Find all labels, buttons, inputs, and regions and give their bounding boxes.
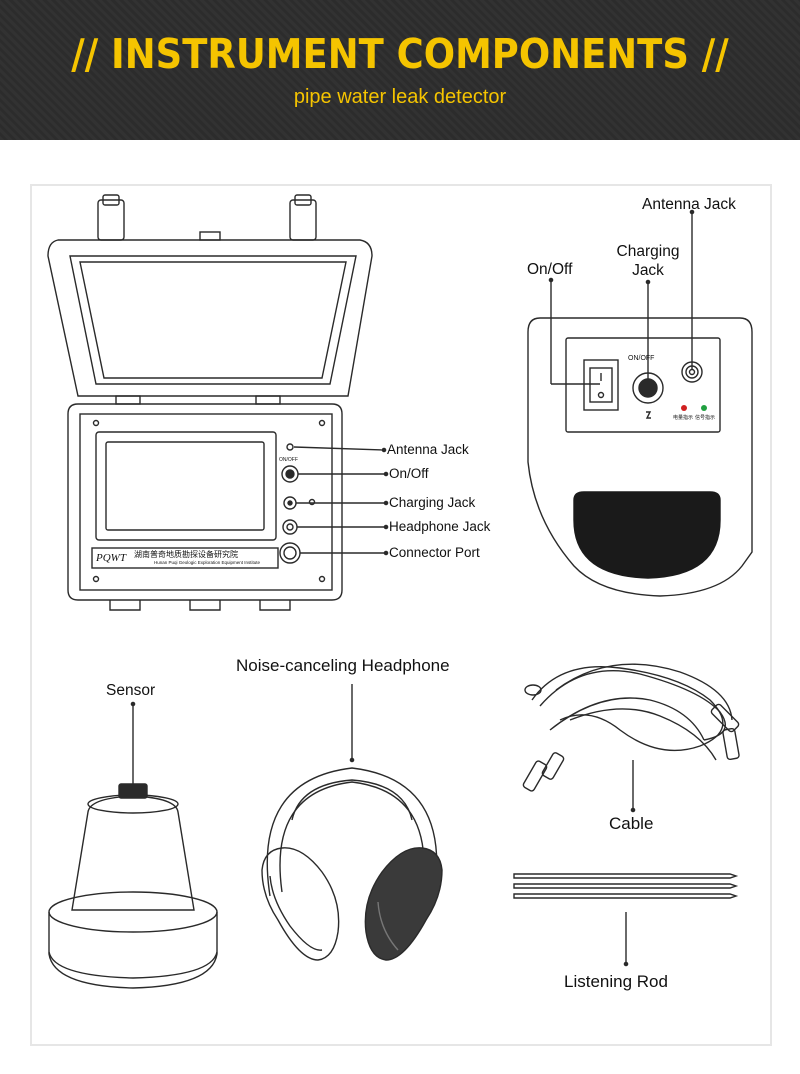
case-company-cn: 湖南普奇地质勘探设备研究院 [134,550,238,559]
page-subtitle: pipe water leak detector [293,86,507,108]
sensor-led-right: 信号指示 [695,415,716,421]
callout-connector-port: Connector Port [389,545,480,560]
label-cable: Cable [609,814,654,833]
case-port-text: ON/OFF [279,457,298,463]
sensor-antenna-label: Antenna Jack [642,196,736,213]
label-listening-rod: Listening Rod [564,972,668,991]
case-company-en: Hunan Puqi Geologic Exploration Equipmen… [154,560,261,565]
cable [522,663,740,813]
sensor-bell [48,701,218,989]
headphone [261,684,443,961]
listening-rod [513,873,739,967]
callout-headphone-jack: Headphone Jack [389,519,491,534]
led-green [701,405,707,411]
instrument-case [47,194,389,611]
label-sensor: Sensor [106,682,156,699]
sensor-on-off-label: On/Off [527,261,573,278]
header-banner: // INSTRUMENT COMPONENTS // pipe water l… [0,0,800,140]
callout-charging-jack: Charging Jack [389,495,476,510]
label-headphone: Noise-canceling Headphone [236,656,450,675]
page-title: // INSTRUMENT COMPONENTS // [71,30,729,78]
sensor-charging-label-1: Charging [616,243,680,260]
sensor-charging-label-2: Jack [632,262,664,279]
sensor-unit-panel [527,209,753,597]
sensor-switch-text: ON/OFF [628,355,655,362]
led-red [681,405,687,411]
case-brand: PQWT [96,552,126,564]
callout-antenna-jack: Antenna Jack [387,442,469,457]
sensor-led-left: 电量指示 [673,415,694,421]
callout-on-off: On/Off [389,466,429,481]
